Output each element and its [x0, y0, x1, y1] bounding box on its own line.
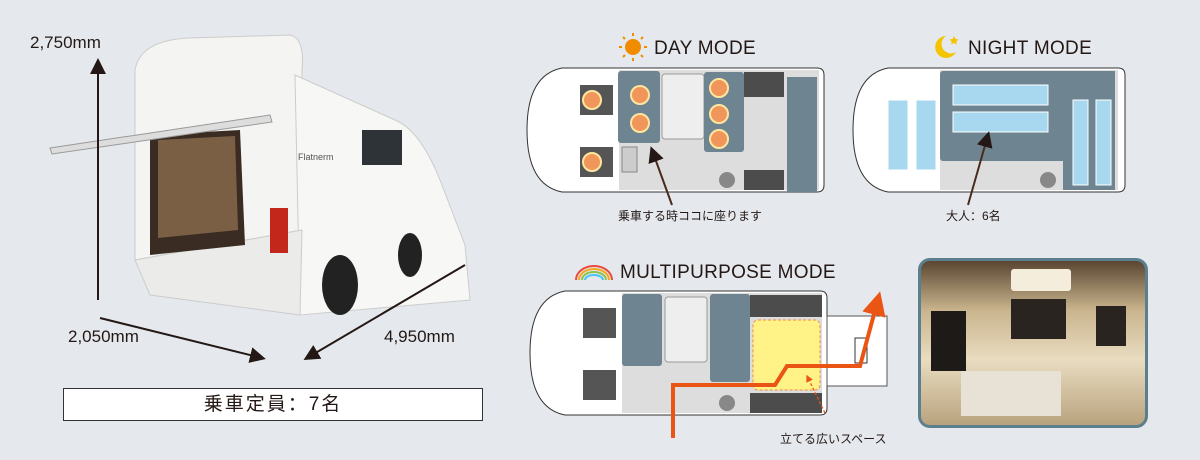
day-mode-floorplan — [526, 67, 825, 206]
route-arrow — [671, 291, 886, 438]
day-mode-title: DAY MODE — [654, 38, 756, 59]
rainbow-icon — [575, 265, 613, 281]
length-label: 4,950mm — [384, 327, 455, 346]
height-label: 2,750mm — [30, 33, 101, 52]
camper-van-image: Flatnerm — [49, 34, 471, 316]
multipurpose-mode-caption: 立てる広いスペース — [780, 432, 887, 446]
seat-markers — [582, 78, 729, 172]
night-mode-caption: 大人：6名 — [946, 209, 1001, 223]
interior-photo — [918, 258, 1148, 428]
night-mode-title: NIGHT MODE — [968, 38, 1093, 59]
standing-space — [752, 319, 821, 391]
moon-icon — [935, 36, 959, 58]
day-mode-caption: 乗車する時ココに座ります — [618, 209, 763, 223]
night-mode-floorplan — [852, 67, 1126, 206]
multipurpose-mode-floorplan — [529, 290, 888, 438]
length-arrow — [303, 264, 466, 361]
width-arrow — [99, 317, 266, 363]
width-label: 2,050mm — [68, 327, 139, 346]
vehicle-badge: Flatnerm — [298, 152, 334, 162]
dimension-arrows — [90, 58, 466, 363]
capacity-box: 乗車定員：7名 — [63, 388, 483, 421]
sun-icon — [619, 33, 647, 61]
multipurpose-mode-title: MULTIPURPOSE MODE — [620, 262, 836, 283]
